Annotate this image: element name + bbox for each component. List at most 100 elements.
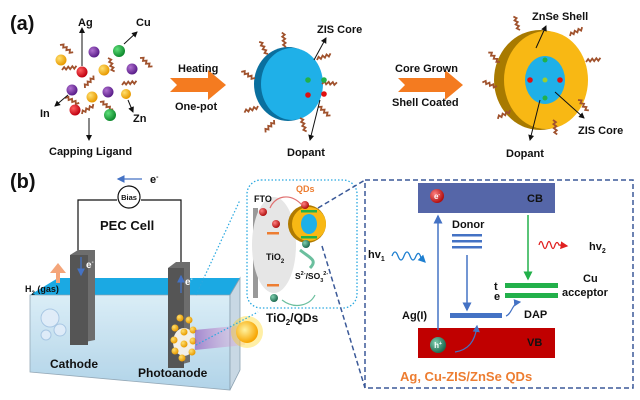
hole-to-ag-arrow [454, 324, 480, 353]
hole-transfer-arrow [299, 248, 315, 270]
zis-core-particle [239, 30, 339, 135]
atom-yellow [98, 64, 110, 76]
zis-core-label-2: ZIS Core [578, 125, 623, 137]
core-grown-arrow [398, 70, 463, 100]
dopant-pointer [308, 99, 321, 141]
in-pointer [54, 94, 69, 107]
donor-level [452, 240, 482, 243]
atom-red [69, 104, 81, 116]
ag-label: Ag(I) [402, 310, 427, 322]
t-label: t [494, 281, 498, 293]
pec-cell-title: PEC Cell [100, 218, 154, 233]
donor-level [452, 246, 482, 249]
panel-a-label: (a) [10, 13, 34, 35]
photoanode-label: Photoanode [138, 366, 208, 380]
atom-red [76, 66, 88, 78]
inset-qd [288, 201, 326, 248]
dap-label: DAP [524, 309, 547, 321]
capping-ligand-label: Capping Ligand [49, 146, 132, 158]
h2-up-arrow [50, 263, 66, 283]
tio2-cb-level [267, 232, 279, 235]
atom-purple [126, 63, 138, 75]
hv1-photon-icon [391, 251, 426, 263]
inset-caption: TiO2/QDs [266, 311, 319, 327]
cu-acceptor-label-1: Cu [583, 273, 598, 285]
acceptor-level-t [505, 283, 558, 288]
atom-yellow [121, 89, 131, 99]
tio2-vb-level [267, 284, 279, 287]
ag-level [450, 313, 502, 318]
cathode-electrode [70, 250, 95, 345]
electron-icon [259, 208, 267, 216]
bias-source [117, 185, 141, 209]
step1-bottom-label: One-pot [175, 101, 217, 113]
dopant-label-2: Dopant [506, 148, 544, 160]
atom-yellow [86, 91, 98, 103]
atom-purple [88, 46, 100, 58]
vb-hole-icon [430, 337, 446, 353]
hole-icon [270, 294, 278, 302]
step2-bottom-label: Shell Coated [392, 97, 459, 109]
donor-level [452, 234, 482, 237]
atom-purple [66, 84, 78, 96]
electron-transfer-arrow [269, 196, 303, 209]
element-label-in: In [40, 108, 50, 120]
sun-icon [231, 316, 263, 348]
cathode-electron-label: e- [86, 260, 94, 271]
photoanode-electron-label: e- [185, 277, 193, 288]
band-zoom-line [317, 179, 366, 209]
e-label: e [494, 291, 500, 303]
cb-electron-icon [430, 189, 444, 203]
bias-label: Bias [121, 193, 137, 202]
cb-label: CB [527, 193, 543, 205]
atom-yellow [55, 54, 67, 66]
dap-arrow [505, 299, 522, 317]
cathode-label: Cathode [50, 357, 98, 371]
donor-label: Donor [452, 219, 485, 231]
photoanode-qds [170, 314, 197, 362]
external-circuit [77, 185, 182, 270]
step2-top-label: Core Grown [395, 63, 458, 75]
band-diagram-box [364, 179, 634, 389]
hv1-label: hv1 [368, 249, 385, 263]
vb-hole-glyph: h+ [434, 341, 442, 350]
scavenger-arrow [281, 294, 316, 307]
dopant-pointer-2 [528, 99, 541, 141]
element-label-cu: Cu [136, 17, 151, 29]
water-surface [30, 278, 240, 295]
electron-icon [272, 220, 280, 228]
band-diagram-caption: Ag, Cu-ZIS/ZnSe QDs [400, 369, 532, 384]
atom-purple [102, 86, 114, 98]
hv2-label: hv2 [589, 241, 606, 255]
cb-electron-glyph: e- [434, 192, 440, 201]
cu-pointer [123, 31, 138, 45]
zis-core-pointer [313, 37, 327, 61]
inset-zoom-line [195, 311, 259, 346]
atom-green [113, 45, 125, 57]
zis-core-pointer-2 [554, 91, 585, 119]
znse-shell-pointer [535, 25, 547, 49]
element-label-ag: Ag [78, 17, 93, 29]
circuit-electron-label: e- [150, 174, 159, 186]
znse-shell-label: ZnSe Shell [532, 11, 588, 23]
vb-label: VB [527, 337, 542, 349]
zis-core-label: ZIS Core [317, 24, 362, 36]
panel-b-label: (b) [10, 171, 36, 193]
dopant-label: Dopant [287, 147, 325, 159]
element-label-zn: Zn [133, 113, 147, 125]
zn-pointer [127, 99, 134, 113]
fto-label: FTO [254, 194, 272, 204]
hv2-photon-icon [538, 240, 569, 250]
atom-green [104, 109, 116, 121]
light-beam [195, 325, 245, 350]
step1-top-label: Heating [178, 63, 218, 75]
qds-label: QDs [296, 184, 315, 194]
scavenger-label: S2-/SO32- [295, 271, 328, 284]
acceptor-level-e [505, 293, 558, 298]
tio2-label: TiO2 [266, 252, 285, 265]
heating-arrow [170, 70, 226, 100]
h2-label: H2 (gas) [25, 284, 59, 297]
cu-acceptor-label-2: acceptor [562, 287, 609, 299]
band-zoom-line [321, 245, 366, 389]
